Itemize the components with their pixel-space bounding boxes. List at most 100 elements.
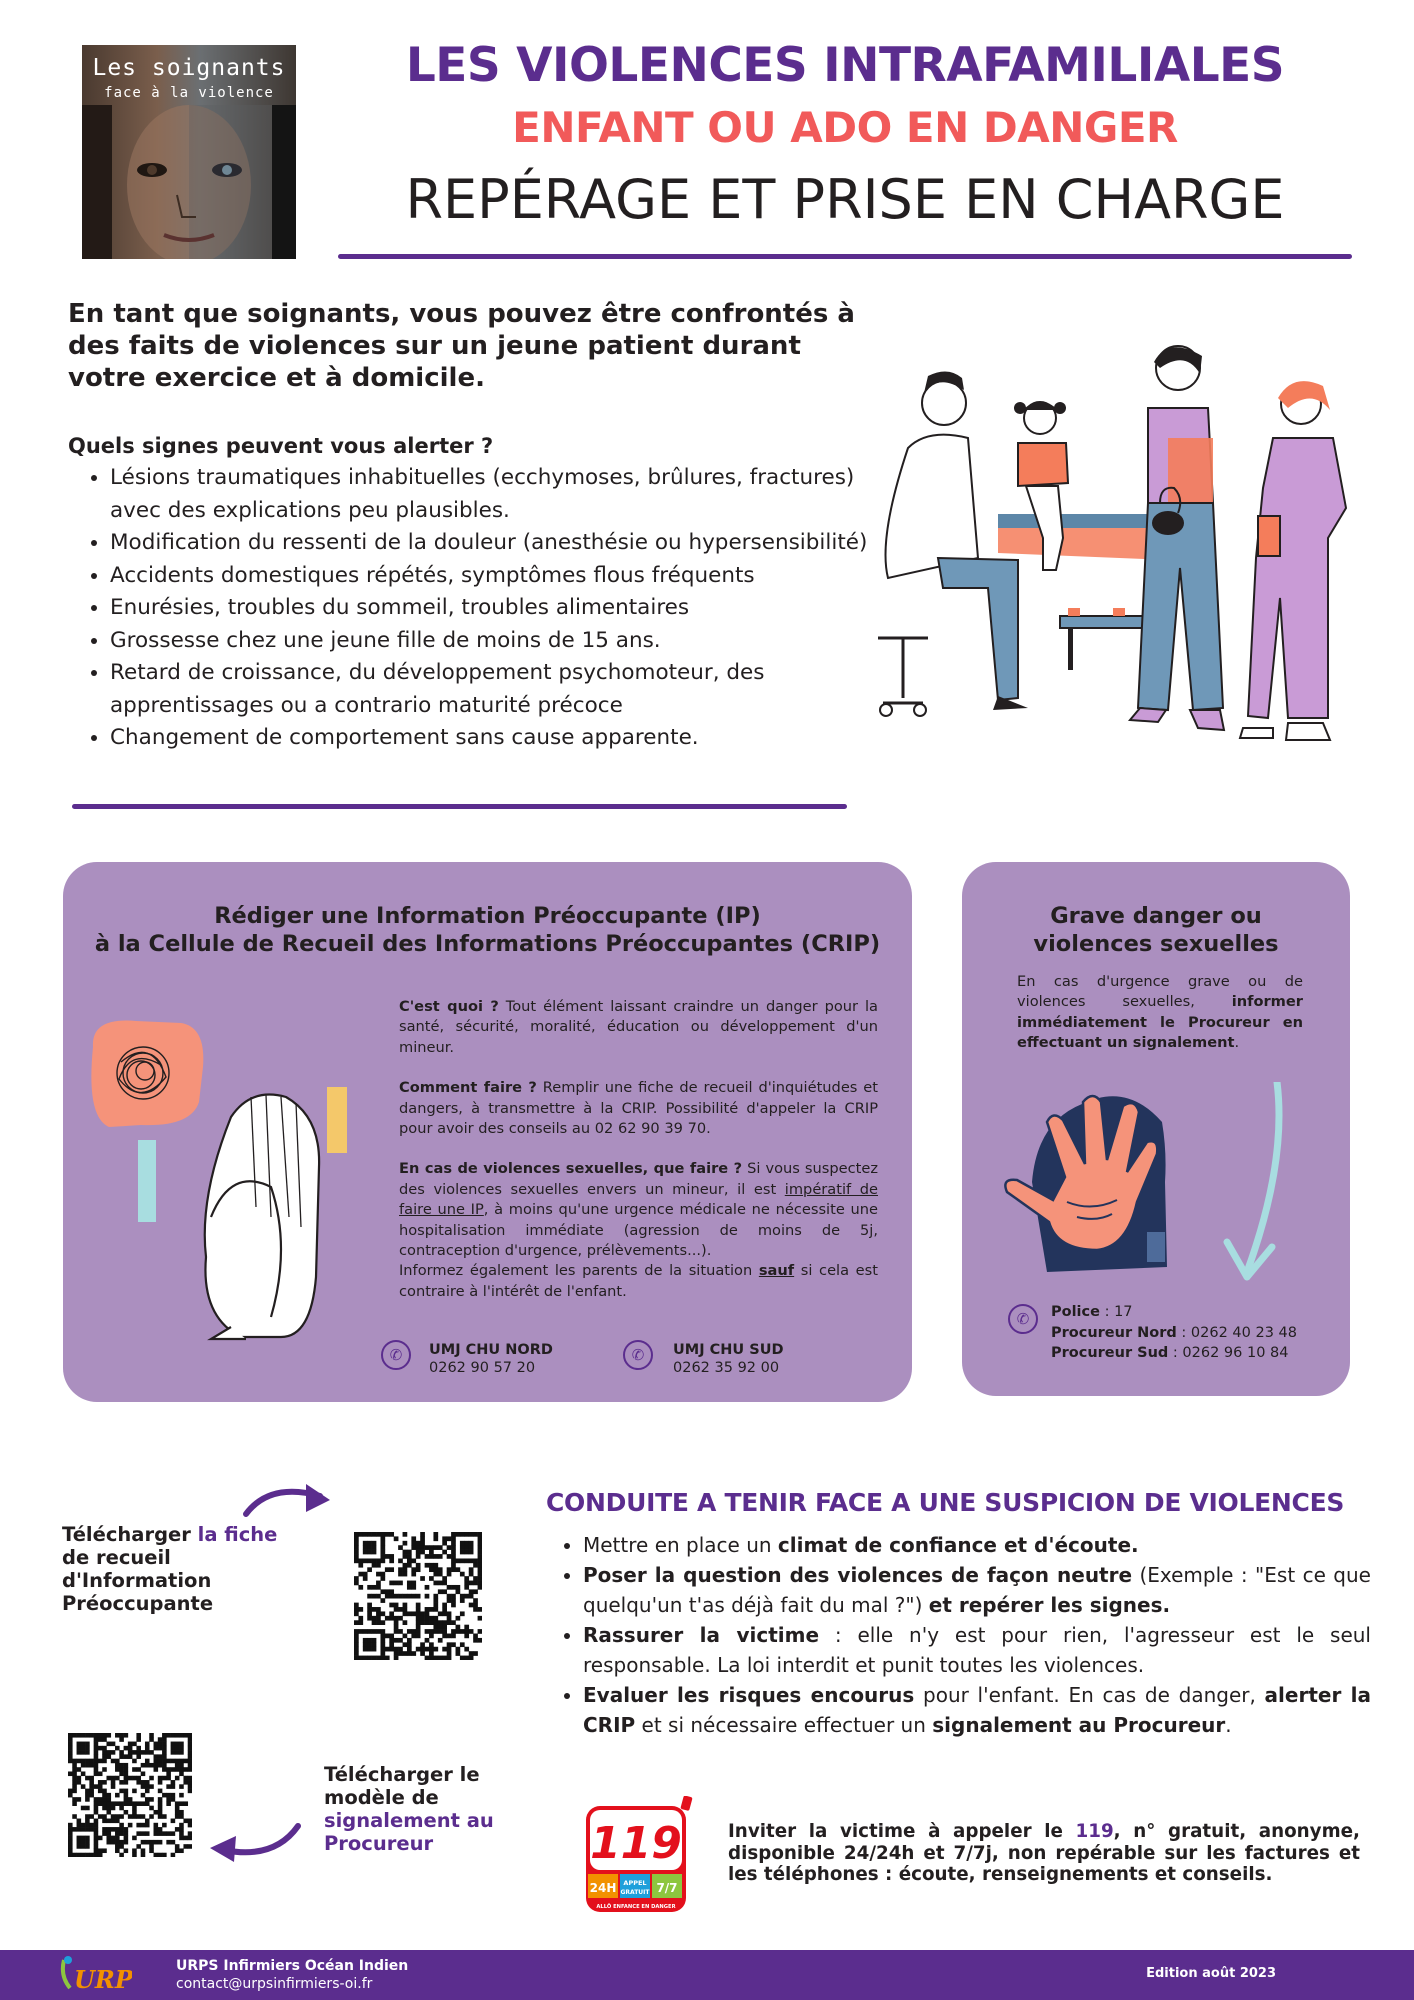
phone-icon: ✆ bbox=[623, 1340, 653, 1370]
contact-police[interactable]: Police : 17 bbox=[1051, 1302, 1297, 1323]
qr-module bbox=[89, 1822, 94, 1828]
qr-module bbox=[358, 1620, 364, 1625]
qr-module bbox=[72, 1775, 77, 1781]
qr-module bbox=[174, 1805, 180, 1811]
qr-module bbox=[398, 1580, 403, 1586]
qr-module bbox=[166, 1784, 171, 1789]
qr-module bbox=[437, 1620, 443, 1625]
qr-module bbox=[451, 1545, 456, 1550]
qr-module bbox=[358, 1615, 364, 1621]
qr-module bbox=[451, 1598, 456, 1603]
download-fiche-label[interactable]: Télécharger la fiche de recueil d'Inform… bbox=[62, 1523, 302, 1615]
qr-module bbox=[371, 1642, 377, 1648]
qr-module bbox=[473, 1532, 478, 1537]
contact-phone: : 17 bbox=[1099, 1304, 1133, 1320]
qr-module bbox=[477, 1536, 482, 1542]
download-signalement-label[interactable]: Télécharger le modèle de signalement au … bbox=[324, 1763, 524, 1855]
qr-module bbox=[149, 1750, 154, 1755]
qr-module bbox=[179, 1827, 184, 1832]
qr-module bbox=[468, 1549, 474, 1555]
qr-module bbox=[89, 1780, 94, 1785]
call-119-number[interactable]: 119 bbox=[1075, 1821, 1114, 1842]
qr-module bbox=[132, 1801, 137, 1806]
qr-module bbox=[80, 1839, 86, 1845]
qr-module bbox=[354, 1536, 359, 1542]
qr-module bbox=[80, 1805, 86, 1811]
qr-module bbox=[389, 1615, 395, 1621]
qr-module bbox=[179, 1762, 184, 1768]
qr-module bbox=[132, 1788, 137, 1794]
qr-module bbox=[420, 1615, 425, 1621]
contact-phone[interactable]: 0262 90 57 20 bbox=[429, 1360, 536, 1376]
qr-module bbox=[424, 1637, 430, 1643]
download-text-highlight: la fiche bbox=[197, 1523, 278, 1546]
qr-code-signalement[interactable] bbox=[68, 1733, 192, 1857]
qr-module bbox=[93, 1818, 99, 1824]
item-emphasis: alerter la CRIP bbox=[583, 1683, 1371, 1737]
qr-module bbox=[429, 1651, 434, 1656]
qr-module bbox=[80, 1844, 86, 1849]
qr-module bbox=[433, 1554, 439, 1559]
qr-module bbox=[106, 1750, 112, 1755]
qr-module bbox=[451, 1567, 456, 1573]
qr-module bbox=[384, 1593, 390, 1599]
qr-module bbox=[149, 1733, 154, 1738]
qr-module bbox=[127, 1750, 133, 1755]
header-logo-photo: Les soignants face à la violence bbox=[82, 45, 296, 259]
qr-module bbox=[367, 1567, 372, 1573]
qr-module bbox=[380, 1558, 386, 1564]
qr-module bbox=[354, 1549, 359, 1555]
qr-module bbox=[411, 1540, 417, 1546]
qr-module bbox=[367, 1637, 372, 1643]
qr-module bbox=[93, 1797, 99, 1802]
qr-module bbox=[157, 1797, 163, 1802]
qr-module bbox=[442, 1633, 447, 1639]
qr-module bbox=[149, 1848, 154, 1854]
qr-module bbox=[420, 1651, 425, 1656]
contact-procureur-nord[interactable]: Procureur Nord : 0262 40 23 48 bbox=[1051, 1323, 1297, 1344]
qr-module bbox=[406, 1642, 412, 1648]
qr-module bbox=[433, 1562, 439, 1568]
qr-module bbox=[174, 1758, 180, 1764]
qr-module bbox=[384, 1554, 390, 1559]
qr-module bbox=[446, 1642, 452, 1648]
qr-module bbox=[132, 1848, 137, 1854]
qr-module bbox=[170, 1818, 176, 1824]
qr-module bbox=[446, 1567, 452, 1573]
qr-module bbox=[140, 1839, 146, 1845]
qr-module bbox=[136, 1780, 141, 1785]
qr-module bbox=[429, 1554, 434, 1559]
qr-module bbox=[393, 1615, 399, 1621]
qr-module bbox=[468, 1651, 474, 1656]
qr-module bbox=[140, 1750, 146, 1755]
qr-module bbox=[127, 1754, 133, 1759]
qr-module bbox=[464, 1633, 470, 1639]
qr-module bbox=[442, 1576, 447, 1581]
contact-procureur-sud[interactable]: Procureur Sud : 0262 96 10 84 bbox=[1051, 1343, 1297, 1364]
qr-module bbox=[477, 1637, 482, 1643]
item-emphasis: Evaluer les risques encourus bbox=[583, 1683, 915, 1707]
footer-edition: Edition août 2023 bbox=[1146, 1966, 1276, 1981]
qr-module bbox=[183, 1767, 189, 1772]
contact-phone[interactable]: 0262 35 92 00 bbox=[673, 1360, 780, 1376]
qr-module bbox=[420, 1620, 425, 1625]
qr-module bbox=[162, 1775, 167, 1781]
item-text: . bbox=[1225, 1713, 1232, 1737]
qr-module bbox=[68, 1792, 73, 1798]
qr-module bbox=[433, 1655, 439, 1660]
qr-module bbox=[68, 1848, 73, 1854]
list-item: Changement de comportement sans cause ap… bbox=[110, 722, 890, 755]
qr-module bbox=[451, 1554, 456, 1559]
qr-module bbox=[380, 1536, 386, 1542]
qr-module bbox=[102, 1831, 107, 1836]
qr-module bbox=[93, 1805, 99, 1811]
qr-module bbox=[415, 1567, 421, 1573]
qr-module bbox=[157, 1754, 163, 1759]
qr-module bbox=[68, 1758, 73, 1764]
qr-module bbox=[72, 1762, 77, 1768]
qr-module bbox=[162, 1822, 167, 1828]
qr-code-fiche[interactable] bbox=[354, 1532, 482, 1660]
qr-module bbox=[393, 1602, 399, 1608]
footer-email-link[interactable]: contact@urpsinfirmiers-oi.fr bbox=[176, 1976, 373, 1992]
qr-module bbox=[433, 1598, 439, 1603]
